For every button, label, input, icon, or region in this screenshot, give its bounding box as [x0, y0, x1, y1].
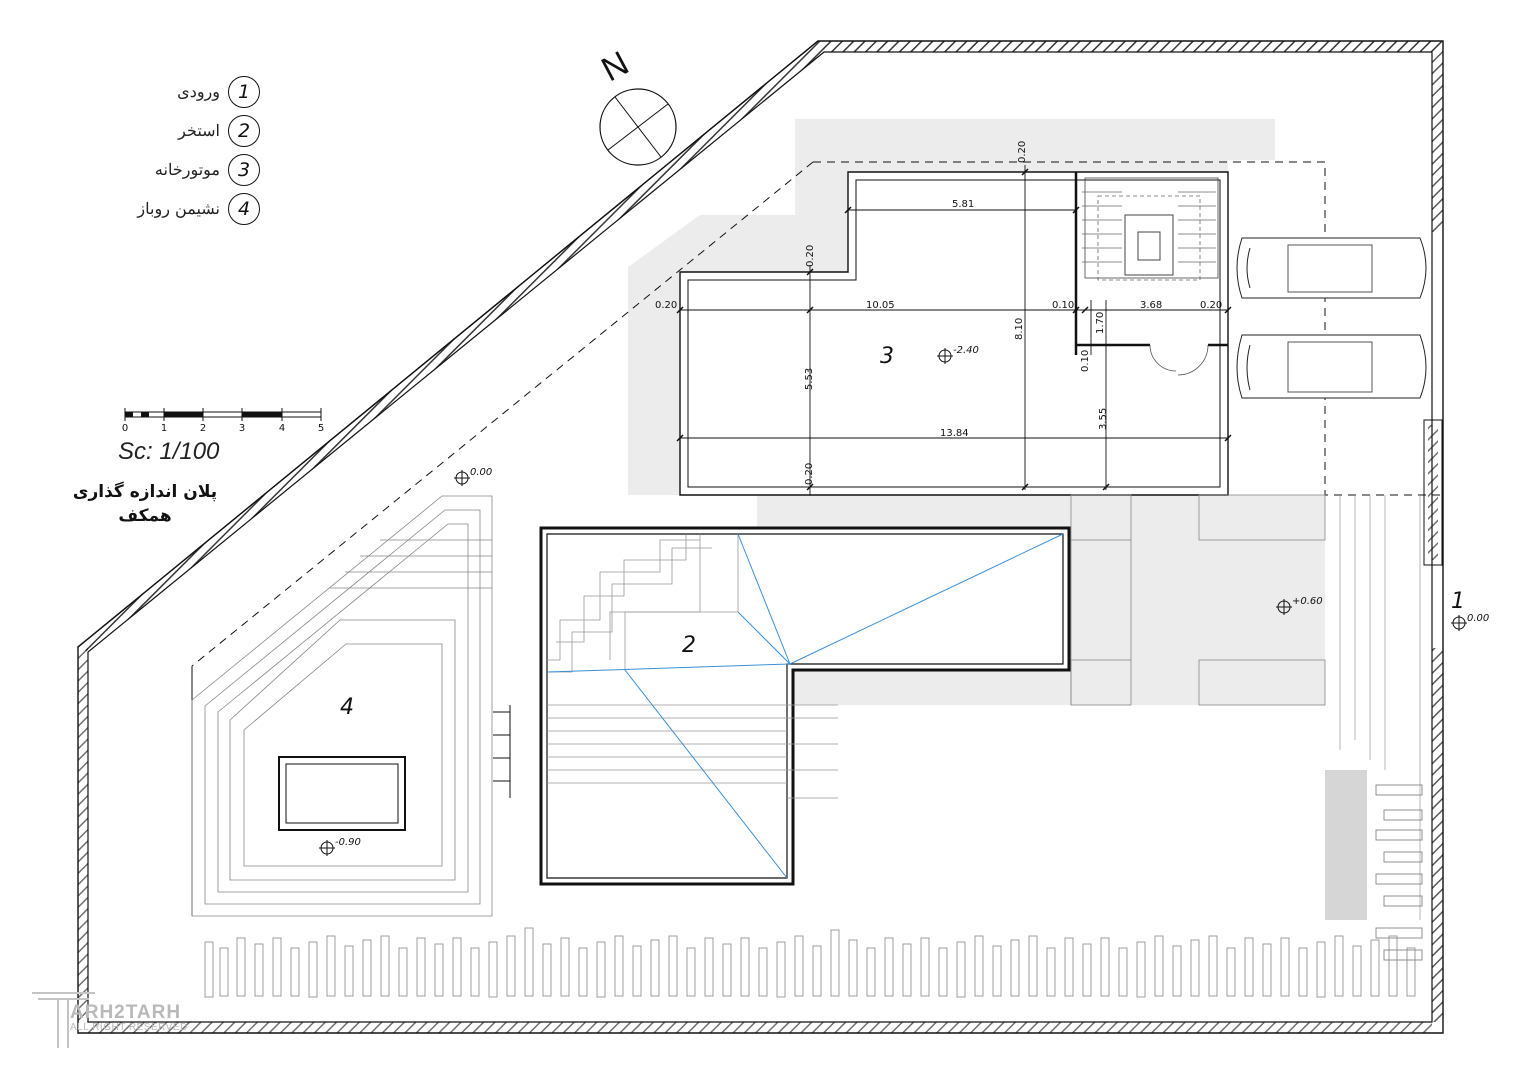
watermark-brand: ARH2TARH: [70, 1002, 182, 1023]
dim-0-10-top: 0.10: [1052, 300, 1074, 311]
dim-0-20-bottom: 0.20: [804, 463, 815, 485]
scale-tick-5: 5: [318, 423, 324, 434]
dim-10-05: 10.05: [866, 300, 895, 311]
dimension-labels: 0.20 5.81 0.20 0.20 10.05 0.10 3.68 0.20…: [655, 141, 1222, 485]
scale-tick-1: 1: [161, 423, 167, 434]
level-markers: [319, 348, 1467, 856]
engine-room-walls: [679, 171, 1229, 496]
legend-number: 1: [228, 75, 260, 108]
dim-0-20-left-top: 0.20: [805, 245, 816, 267]
legend-item-outdoor-seating: نشیمن روباز 4: [110, 189, 260, 228]
watermark: ARH2TARH ALL RIGHT RESERVED: [30, 988, 188, 1033]
dim-3-68: 3.68: [1140, 300, 1162, 311]
legend-label: موتورخانه: [154, 160, 220, 179]
room-number-pool: 2: [682, 633, 696, 658]
car-2: [1236, 334, 1427, 399]
room-number-entrance: 1: [1451, 589, 1465, 614]
room-number-engine-room: 3: [880, 344, 894, 369]
dim-5-81: 5.81: [952, 199, 974, 210]
dim-3-55: 3.55: [1098, 408, 1109, 430]
plan-title: پلان اندازه گذاری همکف: [60, 480, 230, 528]
plan-title-line-2: همکف: [118, 506, 172, 526]
dimension-lines: [680, 165, 1228, 495]
entrance-planters: [1070, 494, 1326, 706]
driveway-pavers: [1375, 784, 1423, 961]
pool-ladder: [493, 705, 511, 798]
legend-label: نشیمن روباز: [137, 199, 220, 218]
watermark-sub: ALL RIGHT RESERVED: [70, 1022, 188, 1033]
dim-5-53: 5.53: [804, 368, 815, 390]
watermark-logo-icon: [32, 992, 95, 1048]
car-1: [1236, 237, 1427, 299]
scale-tick-0: 0: [122, 423, 128, 434]
legend-label: ورودی: [177, 82, 220, 101]
legend-item-entrance: ورودی 1: [110, 72, 260, 111]
level-engine-room: -2.40: [953, 345, 979, 356]
dim-0-10-side: 0.10: [1080, 350, 1091, 372]
entrance-steps: [1339, 495, 1421, 920]
legend-number: 3: [228, 153, 260, 186]
legend-number: 4: [228, 192, 260, 225]
dimension-ticks: [676, 168, 1232, 491]
level-labels: -2.40 0.00 +0.60 0.00 -0.90: [335, 345, 1489, 848]
room-numbers: 3 2 4 1: [340, 344, 1465, 720]
plan-title-line-1: پلان اندازه گذاری: [72, 482, 218, 502]
legend-number: 2: [228, 114, 260, 147]
level-gate: 0.00: [1467, 613, 1489, 624]
site-boundary-wall: [77, 40, 1444, 1034]
fire-pit: [278, 756, 406, 831]
legend-label: استخر: [178, 121, 220, 140]
scale-tick-4: 4: [279, 423, 285, 434]
dim-13-84: 13.84: [940, 428, 969, 439]
dim-1-70: 1.70: [1095, 312, 1106, 334]
north-label: N: [595, 44, 635, 89]
north-arrow-icon: [599, 88, 677, 166]
scale-bar-labels: 0 1 2 3 4 5: [122, 423, 324, 434]
level-entrance: +0.60: [1292, 596, 1323, 607]
scale-text: Sc: 1/100: [118, 438, 220, 465]
dim-0-20-top: 0.20: [1017, 141, 1028, 163]
pool-steps: [547, 534, 838, 799]
scale-tick-2: 2: [200, 423, 206, 434]
dim-0-20-left: 0.20: [655, 300, 677, 311]
legend-item-pool: استخر 2: [110, 111, 260, 150]
level-seating-top: 0.00: [470, 467, 492, 478]
outdoor-seating-area: [191, 495, 493, 917]
scale-bar: [124, 408, 322, 421]
bottom-fence-pattern: [204, 927, 1416, 998]
level-fire-pit: -0.90: [335, 837, 361, 848]
dim-0-20-right: 0.20: [1200, 300, 1222, 311]
legend-item-engine-room: موتورخانه 3: [110, 150, 260, 189]
room-number-seating: 4: [340, 695, 354, 720]
legend: ورودی 1 استخر 2 موتورخانه 3 نشیمن روباز …: [110, 72, 260, 228]
pool-slope-lines: [546, 533, 1064, 879]
dim-8-10: 8.10: [1014, 318, 1025, 340]
scale-tick-3: 3: [239, 423, 245, 434]
